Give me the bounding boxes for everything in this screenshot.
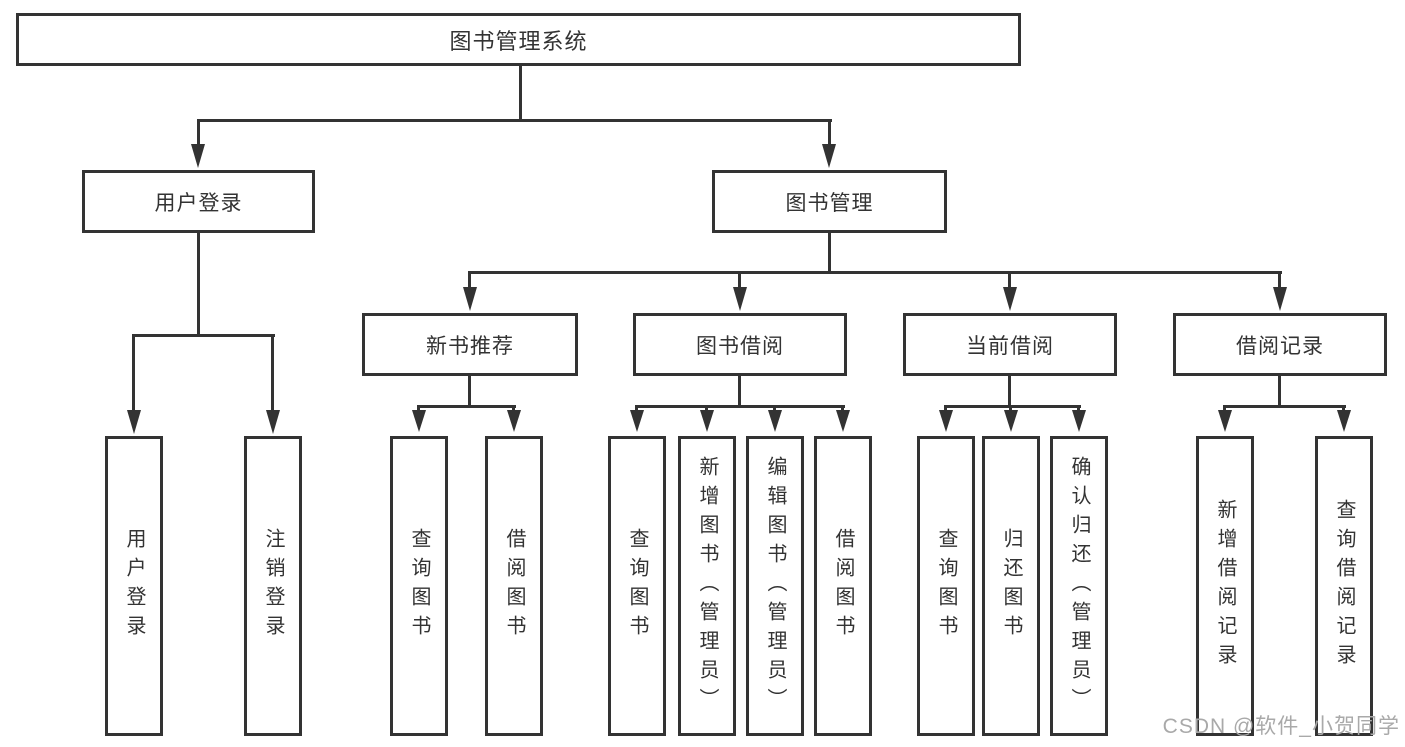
arrow-down-icon [266, 410, 280, 434]
leaf-borrow-edit-books-admin: 编辑图书（管理员） [746, 436, 804, 736]
arrow-down-icon [768, 410, 782, 432]
connector-user-login-bar [133, 334, 275, 337]
leaf-label: 查询图书 [408, 528, 430, 644]
node-user-login: 用户登录 [82, 170, 315, 233]
node-borrowing-records-label: 借阅记录 [1236, 334, 1324, 358]
arrow-down-icon [1004, 410, 1018, 432]
connector-shaft-book-borrow [738, 271, 741, 289]
connector-shaft-leaf [132, 334, 135, 414]
leaf-current-query-books: 查询图书 [917, 436, 975, 736]
leaf-label: 用户登录 [123, 528, 145, 644]
leaf-borrow-borrow-books: 借阅图书 [814, 436, 872, 736]
leaf-label: 新增借阅记录 [1214, 499, 1236, 673]
connector-shaft-leaf [271, 334, 274, 414]
connector-shaft-borrow-records [1278, 271, 1281, 289]
connector-new-books-bar [417, 405, 516, 408]
node-book-borrowing: 图书借阅 [633, 313, 847, 376]
leaf-newbook-borrow-books: 借阅图书 [485, 436, 543, 736]
node-root-label: 图书管理系统 [449, 28, 588, 54]
connector-shaft-current-borrow [1008, 271, 1011, 289]
arrow-down-icon [939, 410, 953, 432]
node-current-borrowing-label: 当前借阅 [966, 334, 1054, 358]
leaf-newbook-query-books: 查询图书 [390, 436, 448, 736]
leaf-current-confirm-return-admin: 确认归还（管理员） [1050, 436, 1108, 736]
leaf-label: 查询借阅记录 [1333, 499, 1355, 673]
connector-shaft-leaf [841, 405, 844, 413]
leaf-label: 确认归还（管理员） [1068, 455, 1090, 717]
arrow-down-icon [1273, 287, 1287, 311]
connector-level2-bar [197, 119, 832, 122]
arrow-down-icon [700, 410, 714, 432]
node-book-management-label: 图书管理 [785, 191, 874, 215]
csdn-watermark: CSDN @软件_小贺同学 [1162, 715, 1400, 738]
connector-shaft-leaf [1077, 405, 1080, 413]
arrow-down-icon [630, 410, 644, 432]
leaf-label: 查询图书 [626, 528, 648, 644]
leaf-label: 编辑图书（管理员） [764, 455, 786, 717]
arrow-down-icon [1337, 410, 1351, 432]
node-new-book-recommend: 新书推荐 [362, 313, 578, 376]
connector-current-borrow-drop [1008, 376, 1011, 405]
leaf-logout: 注销登录 [244, 436, 302, 736]
connector-current-borrow-bar [944, 405, 1081, 408]
node-borrowing-records: 借阅记录 [1173, 313, 1387, 376]
connector-user-login-drop [197, 233, 200, 334]
leaf-borrow-query-books: 查询图书 [608, 436, 666, 736]
node-book-borrowing-label: 图书借阅 [696, 334, 784, 358]
arrow-down-icon [507, 410, 521, 432]
arrow-down-icon [1218, 410, 1232, 432]
leaf-user-login: 用户登录 [105, 436, 163, 736]
connector-shaft-leaf [944, 405, 947, 413]
connector-borrow-records-bar [1223, 405, 1346, 408]
leaf-records-add-record: 新增借阅记录 [1196, 436, 1254, 736]
connector-shaft-book-mgmt [828, 119, 831, 149]
connector-shaft-user-login [197, 119, 200, 149]
node-current-borrowing: 当前借阅 [903, 313, 1117, 376]
connector-shaft-leaf [512, 405, 515, 413]
arrow-down-icon [127, 410, 141, 434]
connector-shaft-leaf [635, 405, 638, 413]
arrow-down-icon [1003, 287, 1017, 311]
connector-shaft-leaf [705, 405, 708, 413]
connector-shaft-leaf [1223, 405, 1226, 413]
leaf-current-return-books: 归还图书 [982, 436, 1040, 736]
leaf-records-query-record: 查询借阅记录 [1315, 436, 1373, 736]
leaf-label: 借阅图书 [832, 528, 854, 644]
arrow-down-icon [1072, 410, 1086, 432]
connector-shaft-leaf [417, 405, 420, 413]
node-root-library-system: 图书管理系统 [16, 13, 1021, 66]
leaf-label: 新增图书（管理员） [696, 455, 718, 717]
leaf-label: 注销登录 [262, 528, 284, 644]
connector-shaft-new-books [468, 271, 471, 289]
connector-book-borrow-bar [635, 405, 845, 408]
arrow-down-icon [191, 144, 205, 168]
connector-shaft-leaf [1342, 405, 1345, 413]
arrow-down-icon [412, 410, 426, 432]
node-new-book-recommend-label: 新书推荐 [426, 334, 514, 358]
connector-shaft-leaf [773, 405, 776, 413]
arrow-down-icon [733, 287, 747, 311]
leaf-label: 归还图书 [1000, 528, 1022, 644]
connector-book-mgmt-drop [828, 233, 831, 271]
connector-shaft-leaf [1009, 405, 1012, 413]
arrow-down-icon [822, 144, 836, 168]
leaf-label: 借阅图书 [503, 528, 525, 644]
connector-level3-bar [468, 271, 1282, 274]
arrow-down-icon [463, 287, 477, 311]
connector-new-books-drop [468, 376, 471, 405]
connector-borrow-records-drop [1278, 376, 1281, 405]
node-book-management: 图书管理 [712, 170, 947, 233]
connector-root-drop [519, 66, 522, 119]
leaf-label: 查询图书 [935, 528, 957, 644]
connector-book-borrow-drop [738, 376, 741, 405]
arrow-down-icon [836, 410, 850, 432]
leaf-borrow-add-books-admin: 新增图书（管理员） [678, 436, 736, 736]
node-user-login-label: 用户登录 [154, 191, 243, 215]
